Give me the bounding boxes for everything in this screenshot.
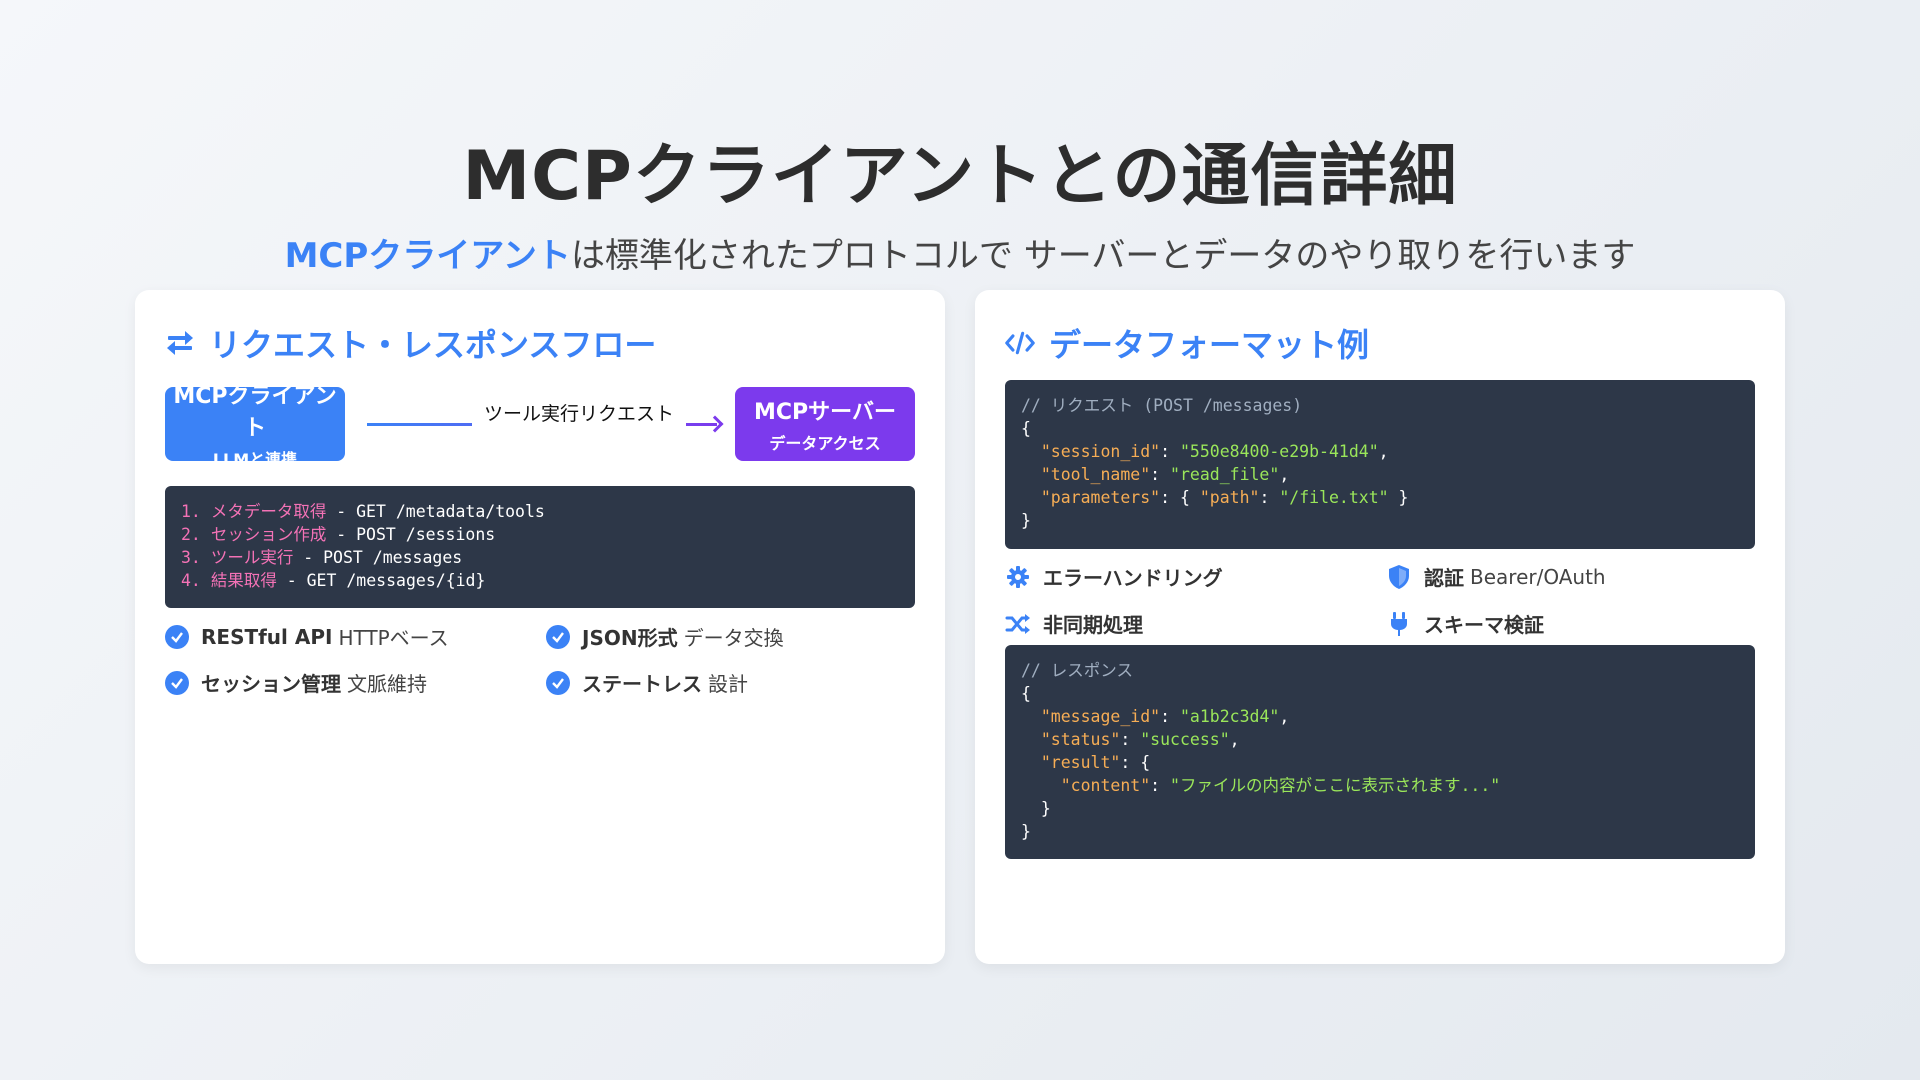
code-icon bbox=[1005, 328, 1035, 358]
flow-label: ツール実行リクエスト bbox=[472, 395, 687, 430]
server-node: MCPサーバー データアクセス bbox=[735, 387, 915, 461]
check-circle-icon bbox=[546, 670, 570, 695]
check-circle-icon bbox=[546, 624, 570, 649]
feature-async: 非同期処理 bbox=[1005, 609, 1149, 638]
plug-icon bbox=[1386, 611, 1412, 637]
exchange-arrows-icon bbox=[165, 328, 195, 358]
format-card: データフォーマット例 // リクエスト (POST /messages){ "s… bbox=[975, 290, 1785, 964]
arrow-right-icon bbox=[706, 415, 724, 433]
client-node-sub: LLMと連携 bbox=[212, 450, 298, 469]
flow-card: リクエスト・レスポンスフロー MCPクライアント LLMと連携 ツール実行リクエ… bbox=[135, 290, 945, 964]
feature-schema: スキーマ検証 bbox=[1386, 609, 1550, 638]
step-line: 3. ツール実行 - POST /messages bbox=[181, 548, 463, 567]
flow-diagram: MCPクライアント LLMと連携 ツール実行リクエスト MCPサーバー データア… bbox=[165, 384, 915, 469]
feature-json: JSON形式データ交換 bbox=[546, 622, 784, 651]
feature-stateless: ステートレス設計 bbox=[546, 668, 748, 697]
feature-session: セッション管理文脈維持 bbox=[165, 668, 427, 697]
format-card-heading: データフォーマット例 bbox=[1005, 320, 1369, 366]
step-line: 1. メタデータ取得 - GET /metadata/tools bbox=[181, 502, 545, 521]
server-node-title: MCPサーバー bbox=[754, 400, 896, 425]
shuffle-icon bbox=[1005, 611, 1031, 637]
page-title: MCPクライアントとの通信詳細 bbox=[462, 137, 1458, 216]
subtitle-text: は標準化されたプロトコルで サーバーとデータのやり取りを行います bbox=[570, 236, 1636, 276]
step-line: 2. セッション作成 - POST /sessions bbox=[181, 525, 496, 544]
gear-icon bbox=[1005, 564, 1031, 590]
request-code-block: // リクエスト (POST /messages){ "session_id":… bbox=[1005, 380, 1755, 549]
format-card-title: データフォーマット例 bbox=[1049, 326, 1370, 364]
page-subtitle: MCPクライアントは標準化されたプロトコルで サーバーとデータのやり取りを行いま… bbox=[0, 228, 1920, 277]
feature-error-handling: エラーハンドリング bbox=[1005, 562, 1229, 591]
flow-card-title: リクエスト・レスポンスフロー bbox=[209, 326, 657, 364]
check-circle-icon bbox=[165, 670, 189, 695]
subtitle-accent: MCPクライアント bbox=[284, 236, 571, 276]
steps-code-block: 1. メタデータ取得 - GET /metadata/tools 2. セッション… bbox=[165, 486, 915, 608]
shield-icon bbox=[1386, 564, 1412, 590]
check-circle-icon bbox=[165, 624, 189, 649]
response-code-block: // レスポンス{ "message_id": "a1b2c3d4", "sta… bbox=[1005, 645, 1755, 859]
client-node: MCPクライアント LLMと連携 bbox=[165, 384, 345, 469]
step-line: 4. 結果取得 - GET /messages/{id} bbox=[181, 571, 486, 590]
client-node-title: MCPクライアント bbox=[173, 384, 337, 441]
flow-card-heading: リクエスト・レスポンスフロー bbox=[165, 320, 656, 366]
server-node-sub: データアクセス bbox=[769, 434, 881, 453]
